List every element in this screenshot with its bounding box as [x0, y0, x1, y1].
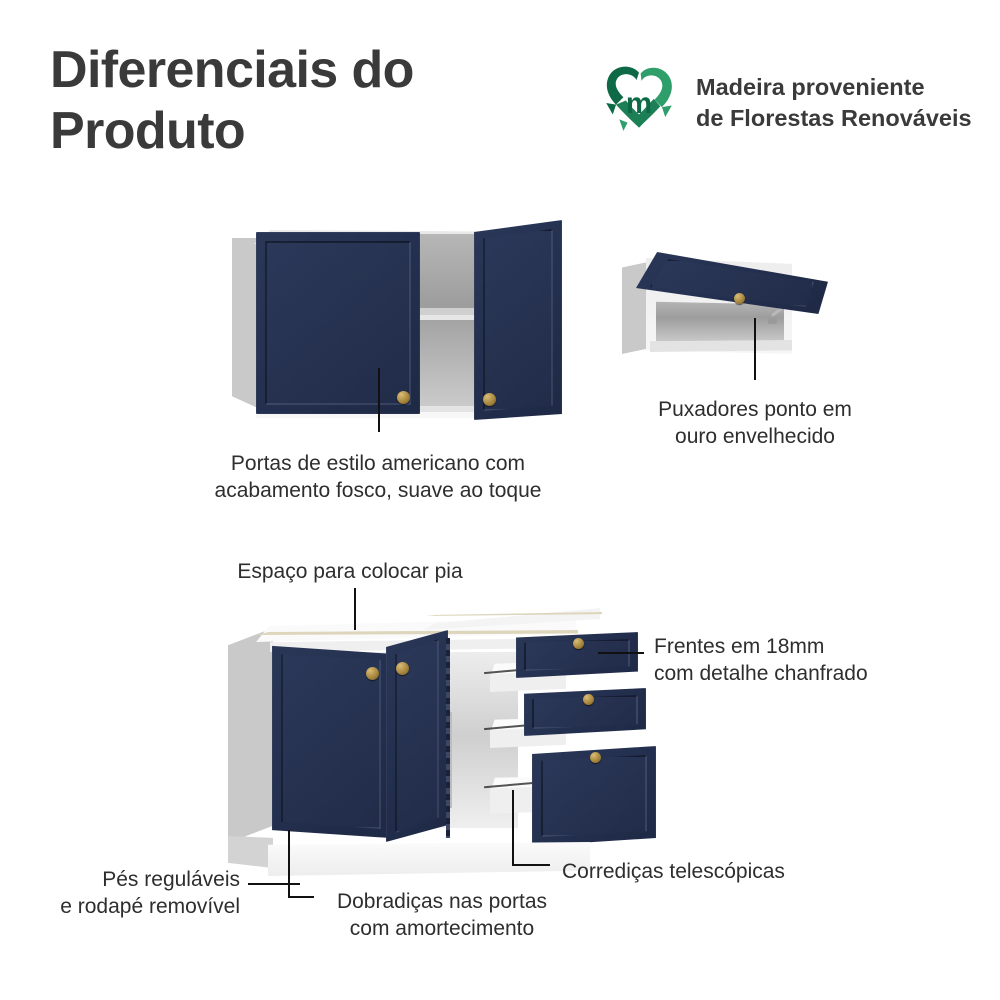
soft-close-hinge-icon: [446, 638, 450, 838]
removable-plinth: [268, 842, 590, 876]
door-knob-icon[interactable]: [483, 393, 496, 406]
eco-badge-text: Madeira proveniente de Florestas Renováv…: [696, 73, 972, 131]
illustration-base-cabinet: [228, 600, 656, 890]
leader-line-corredicas: [512, 790, 550, 866]
leader-line-puxadores: [754, 318, 756, 380]
drawer-knob-icon[interactable]: [590, 752, 601, 763]
upper-cabinet-right-door[interactable]: [474, 220, 562, 420]
drawer-knob-icon[interactable]: [573, 638, 584, 649]
page-title: Diferenciais do Produto: [50, 41, 414, 161]
base-cabinet-left-door[interactable]: [272, 645, 390, 838]
base-cabinet-right-door[interactable]: [386, 630, 448, 842]
removable-plinth-side: [228, 836, 273, 868]
callout-portas-americano: Portas de estilo americano com acabament…: [214, 452, 542, 503]
drawer-knob-icon[interactable]: [583, 694, 594, 705]
leader-line-frentes: [598, 652, 644, 654]
upper-cabinet-left-door[interactable]: [256, 232, 420, 414]
callout-frentes-18mm: Frentes em 18mm com detalhe chanfrado: [654, 635, 868, 686]
door-knob-icon[interactable]: [734, 293, 745, 304]
door-knob-icon[interactable]: [397, 391, 410, 404]
callout-puxadores-ouro: Puxadores ponto em ouro envelhecido: [658, 398, 852, 449]
callout-corredicas: Corrediças telescópicas: [562, 860, 785, 883]
leader-line-espaco-pia: [354, 588, 356, 630]
callout-pes-reguláveis: Pés reguláveis e rodapé removível: [60, 868, 240, 919]
door-knob-icon[interactable]: [366, 667, 379, 680]
leader-line-dobradicas: [288, 830, 314, 898]
base-cabinet-drawer-front-2[interactable]: [524, 688, 646, 736]
illustration-upper-cabinet-two-doors: [232, 212, 562, 420]
recycle-heart-wood-icon: m: [606, 66, 672, 131]
eco-certification-badge: m Madeira proveniente de Florestas Renov…: [598, 62, 972, 144]
callout-dobradicas: Dobradiças nas portas com amortecimento: [336, 890, 548, 941]
door-knob-icon[interactable]: [396, 662, 409, 675]
leader-line-pes: [248, 883, 300, 885]
callout-espaco-pia: Espaço para colocar pia: [237, 560, 463, 583]
svg-text:m: m: [626, 87, 652, 120]
illustration-flip-up-cabinet: [622, 252, 837, 362]
leader-line-portas: [378, 368, 380, 432]
